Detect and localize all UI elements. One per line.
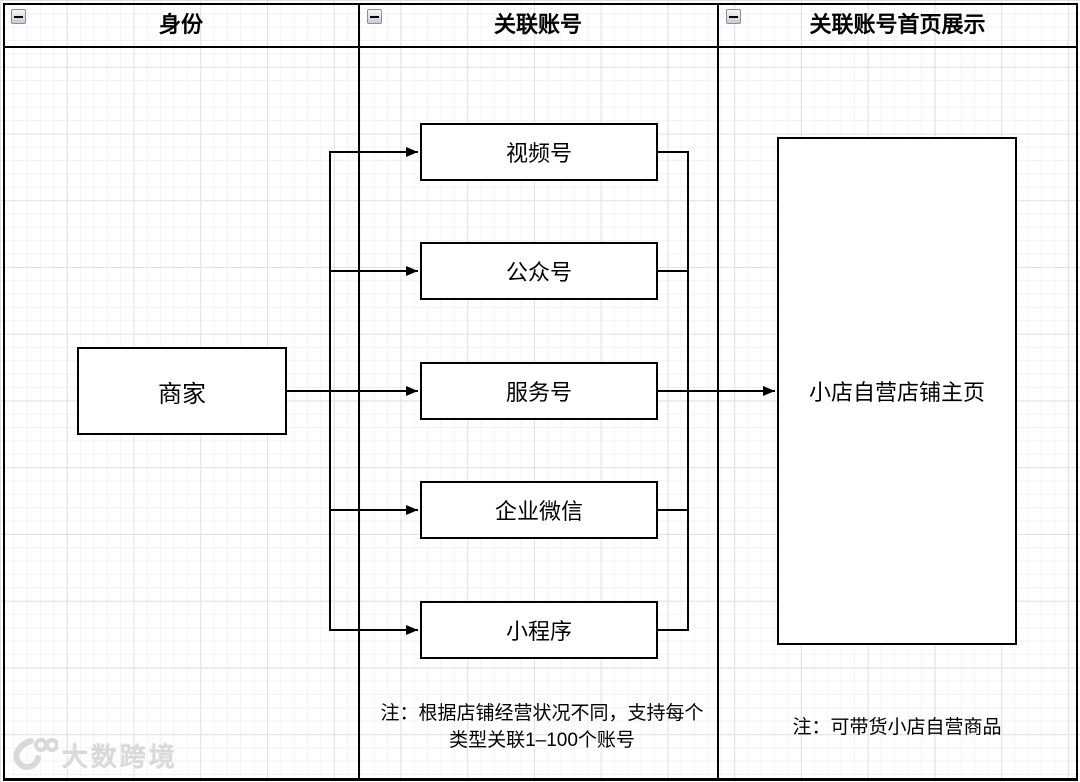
watermark-brand-text: 大数跨境 — [62, 741, 179, 772]
lane-title-linked-accounts: 关联账号 — [493, 12, 582, 37]
note-linked-accounts: 注：根据店铺经营状况不同，支持每个 类型关联1–100个账号 — [367, 700, 717, 754]
node-mini-program[interactable]: 小程序 — [420, 601, 658, 659]
lane-title-homepage-display: 关联账号首页展示 — [809, 12, 986, 37]
node-shop-homepage[interactable]: 小店自营店铺主页 — [777, 137, 1017, 645]
note-line-2: 类型关联1–100个账号 — [449, 730, 635, 751]
note-line-1: 注：根据店铺经营状况不同，支持每个 — [380, 703, 704, 724]
minus-icon — [14, 15, 23, 18]
watermark: 大数跨境 — [10, 736, 178, 774]
node-enterprise-wechat[interactable]: 企业微信 — [420, 481, 658, 539]
node-merchant[interactable]: 商家 — [77, 347, 287, 435]
node-official-account[interactable]: 公众号 — [420, 242, 658, 300]
node-service-account[interactable]: 服务号 — [420, 362, 658, 420]
node-video-account[interactable]: 视频号 — [420, 123, 658, 181]
minus-icon — [729, 15, 738, 18]
minus-icon — [370, 15, 379, 18]
lane-title-identity: 身份 — [158, 12, 203, 37]
note-homepage: 注：可带货小店自营商品 — [792, 717, 1002, 738]
lane3-collapse-icon[interactable] — [726, 9, 741, 24]
brand-logo-icon — [13, 738, 58, 770]
lane-divider-1 — [358, 3, 360, 779]
lane-divider-2 — [717, 3, 719, 779]
lane1-collapse-icon[interactable] — [11, 9, 26, 24]
lane-header-underline — [3, 46, 1077, 48]
lane2-collapse-icon[interactable] — [367, 9, 382, 24]
